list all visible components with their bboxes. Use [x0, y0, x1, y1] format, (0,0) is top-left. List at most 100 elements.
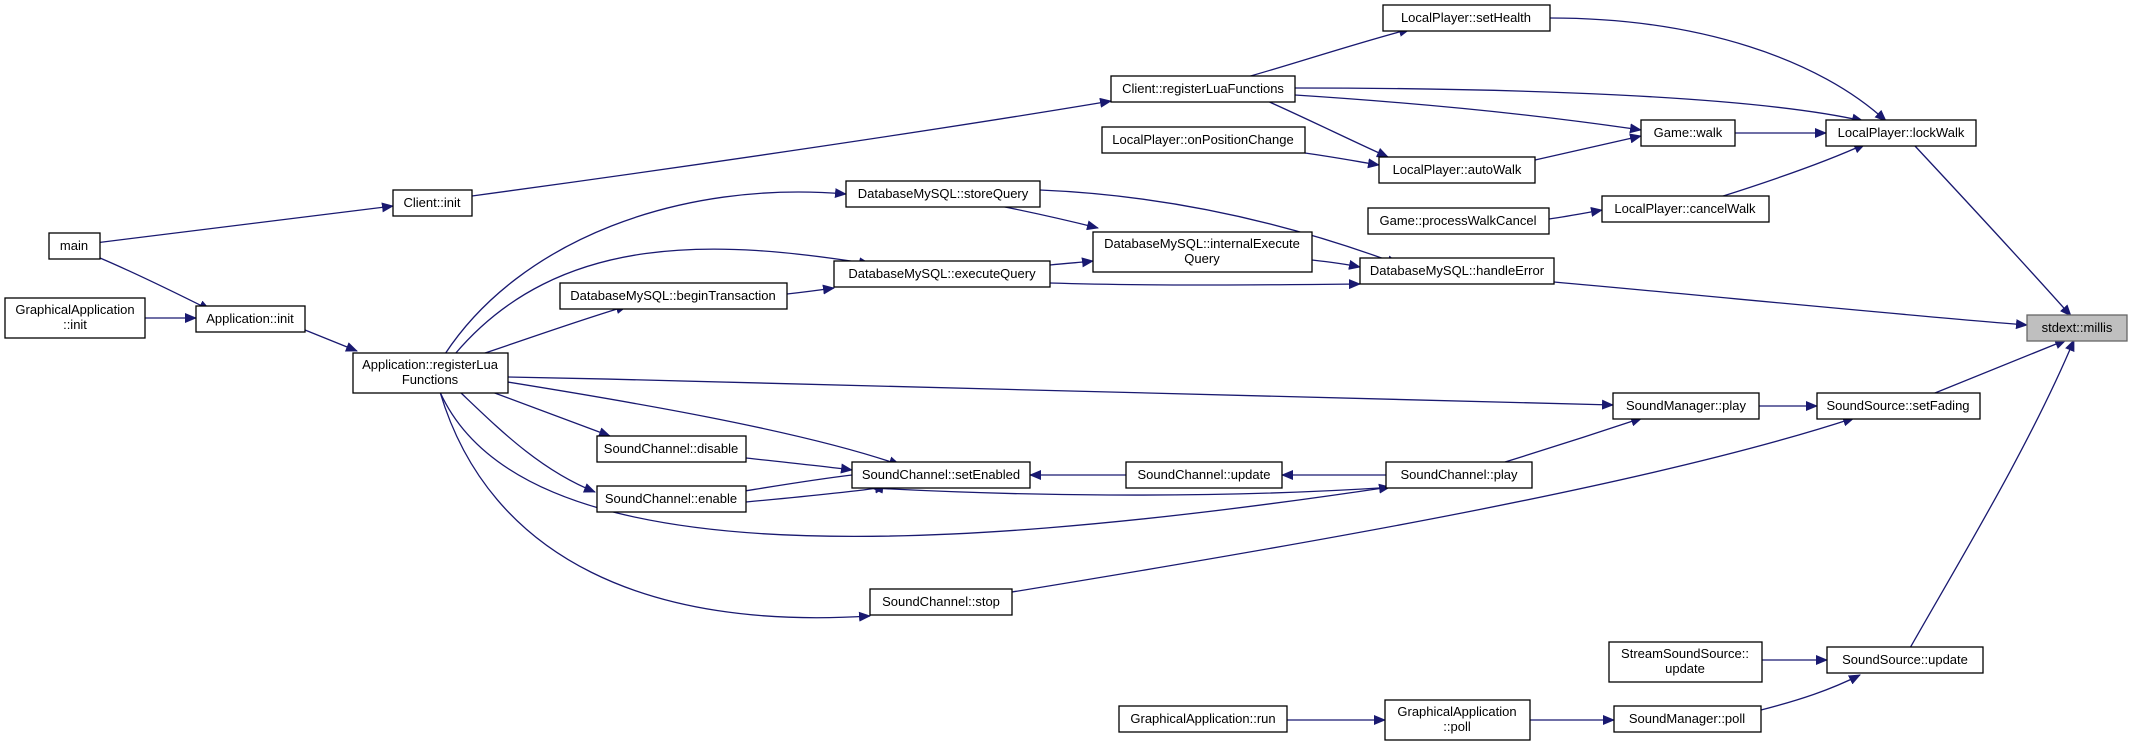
node-localplayer-onposchange[interactable]: LocalPlayer::onPositionChange	[1101, 126, 1306, 154]
node-localplayer-autowalk[interactable]: LocalPlayer::autoWalk	[1378, 156, 1536, 184]
node-soundchannel-setenabled-label: SoundChannel::setEnabled	[862, 467, 1020, 482]
node-stdext-millis-label: stdext::millis	[2042, 320, 2113, 335]
edge-client-registerlua-to-localplayer-sethealth	[1246, 27, 1411, 78]
edge-application-registerlua-to-dbmysql-executequery	[454, 248, 871, 355]
node-soundmanager-poll[interactable]: SoundManager::poll	[1613, 705, 1762, 733]
edge-localplayer-onposchange-to-localplayer-autowalk	[1304, 152, 1380, 169]
node-soundsource-setfading[interactable]: SoundSource::setFading	[1816, 392, 1981, 420]
node-localplayer-lockwalk-label: LocalPlayer::lockWalk	[1838, 125, 1965, 140]
node-client-registerlua-label: Client::registerLuaFunctions	[1122, 81, 1284, 96]
edge-application-registerlua-to-soundchannel-play	[439, 391, 1391, 537]
node-streamsoundsource-update-label-line1: StreamSoundSource::	[1621, 646, 1749, 661]
node-soundchannel-setenabled[interactable]: SoundChannel::setEnabled	[851, 461, 1031, 489]
node-graphicalapp-init-label-line1: GraphicalApplication	[15, 302, 134, 317]
edge-soundchannel-stop-to-soundsource-setfading	[1011, 416, 1855, 593]
edge-client-init-to-client-registerlua	[471, 97, 1112, 197]
edge-localplayer-autowalk-to-game-walk	[1534, 133, 1642, 161]
edge-application-registerlua-to-dbmysql-begintransaction	[481, 304, 628, 355]
edge-localplayer-lockwalk-to-stdext-millis	[1914, 145, 2072, 317]
edge-application-registerlua-to-soundmanager-play	[507, 376, 1614, 410]
edge-dbmysql-storequery-to-dbmysql-handleerror	[1039, 189, 1399, 265]
edge-main-to-client-init	[94, 202, 394, 244]
node-soundsource-setfading-label: SoundSource::setFading	[1826, 398, 1969, 413]
node-localplayer-autowalk-label: LocalPlayer::autoWalk	[1393, 162, 1522, 177]
edge-localplayer-cancelwalk-to-localplayer-lockwalk	[1719, 143, 1866, 198]
node-main-label: main	[60, 238, 88, 253]
edge-dbmysql-internalexec-to-dbmysql-handleerror	[1311, 259, 1361, 270]
edge-application-registerlua-to-soundchannel-stop	[439, 391, 871, 622]
node-soundmanager-play[interactable]: SoundManager::play	[1612, 392, 1760, 420]
node-localplayer-lockwalk[interactable]: LocalPlayer::lockWalk	[1825, 119, 1977, 147]
edge-client-registerlua-to-localplayer-autowalk	[1264, 99, 1389, 158]
edge-soundsource-setfading-to-stdext-millis	[1929, 339, 2067, 396]
node-dbmysql-handleerror[interactable]: DatabaseMySQL::handleError	[1359, 257, 1555, 285]
node-game-walk-label: Game::walk	[1654, 125, 1723, 140]
node-graphicalapp-poll-label-line1: GraphicalApplication	[1397, 704, 1516, 719]
node-localplayer-onposchange-label: LocalPlayer::onPositionChange	[1112, 132, 1293, 147]
edge-main-to-application-init	[99, 257, 211, 311]
node-graphicalapp-poll-label-line2: ::poll	[1443, 719, 1471, 734]
node-soundchannel-play[interactable]: SoundChannel::play	[1385, 461, 1533, 489]
node-application-registerlua-label-line1: Application::registerLua	[362, 357, 499, 372]
node-soundchannel-play-label: SoundChannel::play	[1400, 467, 1518, 482]
node-soundmanager-poll-label: SoundManager::poll	[1629, 711, 1745, 726]
node-client-init[interactable]: Client::init	[392, 189, 473, 217]
node-graphicalapp-run[interactable]: GraphicalApplication::run	[1118, 705, 1288, 733]
node-soundchannel-stop-label: SoundChannel::stop	[882, 594, 1000, 609]
node-stdext-millis[interactable]: stdext::millis	[2026, 314, 2128, 342]
node-streamsoundsource-update-label-line2: update	[1665, 661, 1705, 676]
node-game-processwalkcancel-label: Game::processWalkCancel	[1379, 213, 1536, 228]
node-streamsoundsource-update[interactable]: StreamSoundSource:: update	[1608, 641, 1763, 683]
edge-client-registerlua-to-game-walk	[1294, 94, 1642, 134]
node-dbmysql-storequery-label: DatabaseMySQL::storeQuery	[858, 186, 1029, 201]
edge-application-registerlua-to-soundchannel-setenabled	[494, 379, 901, 467]
node-graphicalapp-init-label-line2: ::init	[63, 317, 87, 332]
edge-soundchannel-play-to-soundmanager-play	[1504, 416, 1643, 463]
edge-application-init-to-application-registerlua	[304, 329, 358, 352]
edge-application-registerlua-to-soundchannel-enable	[459, 391, 596, 493]
node-localplayer-sethealth-label: LocalPlayer::setHealth	[1401, 10, 1531, 25]
edge-soundchannel-disable-to-soundchannel-setenabled	[745, 457, 853, 474]
node-soundchannel-enable-label: SoundChannel::enable	[605, 491, 737, 506]
node-client-init-label: Client::init	[403, 195, 460, 210]
edge-dbmysql-begintransaction-to-dbmysql-executequery	[786, 284, 835, 295]
node-game-processwalkcancel[interactable]: Game::processWalkCancel	[1367, 207, 1550, 235]
node-dbmysql-internalexec-label-line2: Query	[1184, 251, 1220, 266]
edge-client-registerlua-to-localplayer-lockwalk	[1294, 87, 1864, 124]
edge-dbmysql-handleerror-to-stdext-millis	[1553, 281, 2028, 330]
node-graphicalapp-run-label: GraphicalApplication::run	[1130, 711, 1275, 726]
edge-application-registerlua-to-dbmysql-storequery	[444, 188, 847, 355]
node-soundmanager-play-label: SoundManager::play	[1626, 398, 1746, 413]
node-client-registerlua[interactable]: Client::registerLuaFunctions	[1110, 75, 1296, 103]
node-localplayer-cancelwalk-label: LocalPlayer::cancelWalk	[1614, 201, 1756, 216]
edge-localplayer-sethealth-to-localplayer-lockwalk	[1549, 17, 1887, 122]
node-soundchannel-update[interactable]: SoundChannel::update	[1125, 461, 1283, 489]
node-soundchannel-stop[interactable]: SoundChannel::stop	[869, 588, 1013, 616]
node-application-init[interactable]: Application::init	[195, 305, 306, 333]
node-dbmysql-executequery[interactable]: DatabaseMySQL::executeQuery	[833, 260, 1051, 288]
edge-soundchannel-play-to-soundchannel-setenabled	[871, 483, 1396, 496]
node-dbmysql-storequery[interactable]: DatabaseMySQL::storeQuery	[845, 180, 1041, 208]
edge-dbmysql-storequery-to-dbmysql-internalexec	[999, 205, 1099, 231]
edge-soundchannel-enable-to-soundchannel-setenabled	[745, 483, 887, 503]
node-soundchannel-disable[interactable]: SoundChannel::disable	[596, 435, 747, 463]
node-dbmysql-internalexec-label-line1: DatabaseMySQL::internalExecute	[1104, 236, 1300, 251]
edge-dbmysql-executequery-to-dbmysql-internalexec	[1049, 257, 1094, 268]
node-application-registerlua[interactable]: Application::registerLua Functions	[352, 352, 509, 394]
node-dbmysql-internalexec[interactable]: DatabaseMySQL::internalExecute Query	[1092, 231, 1313, 273]
node-soundsource-update[interactable]: SoundSource::update	[1826, 646, 1984, 674]
node-graphicalapp-init[interactable]: GraphicalApplication ::init	[4, 297, 146, 339]
edge-soundmanager-poll-to-soundsource-update	[1760, 674, 1861, 711]
node-soundchannel-update-label: SoundChannel::update	[1137, 467, 1270, 482]
node-soundchannel-enable[interactable]: SoundChannel::enable	[596, 485, 747, 513]
node-game-walk[interactable]: Game::walk	[1640, 119, 1736, 147]
node-graphicalapp-poll[interactable]: GraphicalApplication ::poll	[1384, 699, 1531, 741]
node-localplayer-cancelwalk[interactable]: LocalPlayer::cancelWalk	[1601, 195, 1770, 223]
node-dbmysql-handleerror-label: DatabaseMySQL::handleError	[1370, 263, 1545, 278]
node-main[interactable]: main	[48, 232, 101, 260]
edge-dbmysql-executequery-to-dbmysql-handleerror	[1049, 279, 1361, 290]
node-dbmysql-begintransaction[interactable]: DatabaseMySQL::beginTransaction	[559, 282, 788, 310]
edge-game-processwalkcancel-to-localplayer-cancelwalk	[1548, 206, 1603, 220]
node-localplayer-sethealth[interactable]: LocalPlayer::setHealth	[1382, 4, 1551, 32]
